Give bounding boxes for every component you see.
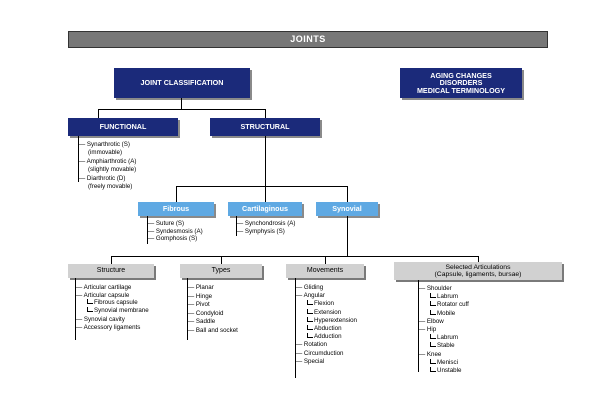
- aging-changes-box: AGING CHANGES DISORDERS MEDICAL TERMINOL…: [400, 68, 522, 98]
- structural-box: STRUCTURAL: [210, 118, 320, 136]
- aging-line-2: DISORDERS: [439, 78, 483, 88]
- selected-subitem: Stable: [428, 342, 469, 350]
- connector: [347, 216, 348, 256]
- movements-item: — Rotation: [296, 341, 327, 349]
- movements-list: — Gliding — Angular Flexion Extension Hy…: [296, 284, 357, 366]
- selected-subitem: Unstable: [428, 367, 469, 375]
- title-bar: JOINTS: [68, 31, 548, 48]
- connector: [181, 98, 182, 109]
- structure-list: — Articular cartilage — Articular capsul…: [76, 284, 149, 332]
- cartilaginous-list-spine: [236, 216, 237, 236]
- structure-item: — Articular capsule: [76, 291, 130, 299]
- connector: [98, 109, 266, 110]
- selected-item-shoulder: — Shoulder: [419, 285, 452, 292]
- connector: [111, 256, 112, 264]
- types-list: — Planar — Hinge — Pivot — Condyloid — S…: [188, 284, 238, 336]
- movements-item: — Circumduction: [296, 349, 344, 357]
- movements-subitem: Abduction: [305, 325, 357, 333]
- selected-subitem: Menisci: [428, 358, 469, 367]
- functional-item-diarthrotic: — Diarthrotic (D): [79, 175, 126, 183]
- functional-item-amphiarthrotic: — Amphiarthrotic (A): [79, 158, 137, 166]
- cartilaginous-item: — Synchondrosis (A): [237, 220, 296, 227]
- connector: [98, 109, 99, 118]
- connector: [265, 109, 266, 118]
- movements-item: — Angular: [296, 292, 325, 300]
- connector: [478, 256, 479, 264]
- selected-item-elbow: — Elbow: [419, 317, 444, 325]
- connector: [265, 136, 266, 186]
- selected-subitem: Rotator cuff: [428, 301, 469, 309]
- movements-item: — Gliding: [296, 284, 324, 291]
- selected-list: — Shoulder Labrum Rotator cuff Mobile — …: [419, 285, 469, 375]
- movements-item: — Special: [296, 357, 325, 365]
- cartilaginous-item: — Symphysis (S): [237, 227, 285, 235]
- functional-item-synarthrotic-desc: (immovable): [88, 148, 123, 156]
- connector: [176, 186, 348, 187]
- fibrous-box: Fibrous: [138, 202, 214, 216]
- structure-list-spine: [75, 278, 76, 340]
- aging-line-3: MEDICAL TERMINOLOGY: [416, 85, 506, 95]
- types-item: — Ball and socket: [188, 326, 238, 334]
- types-item: — Saddle: [188, 318, 216, 326]
- connector: [265, 186, 266, 202]
- structure-subitem: Fibrous capsule: [85, 299, 149, 307]
- movements-subitem: Adduction: [305, 333, 357, 341]
- functional-list-spine: [78, 136, 79, 182]
- movements-subitem: Extension: [305, 308, 357, 317]
- movements-box: Movements: [286, 264, 364, 278]
- structure-box: Structure: [68, 264, 154, 278]
- fibrous-item: — Suture (S): [148, 220, 185, 227]
- functional-item-amphiarthrotic-desc: (slightly movable): [88, 165, 137, 173]
- selected-subitem: Labrum: [428, 293, 469, 301]
- structure-subitem: Synovial membrane: [85, 306, 149, 315]
- selected-articulations-box: Selected Articulations (Capsule, ligamen…: [394, 262, 562, 280]
- selected-subitem: Mobile: [428, 309, 469, 318]
- fibrous-list: — Suture (S) — Syndesmosis (A) — Gomphos…: [148, 220, 203, 243]
- selected-item-knee: — Knee: [419, 350, 442, 358]
- selected-label-2: (Capsule, ligaments, bursae): [434, 271, 522, 278]
- selected-list-spine: [418, 280, 419, 372]
- connector: [176, 186, 177, 202]
- connector: [111, 256, 479, 257]
- types-item: — Condyloid: [188, 309, 224, 317]
- selected-label-1: Selected Articulations: [445, 263, 511, 271]
- types-box: Types: [180, 264, 262, 278]
- cartilaginous-box: Cartilaginous: [228, 202, 302, 216]
- types-item: — Pivot: [188, 301, 210, 309]
- cartilaginous-list: — Synchondrosis (A) — Symphysis (S): [237, 220, 295, 235]
- structure-item: — Accessory ligaments: [76, 323, 141, 331]
- connector: [325, 256, 326, 264]
- functional-item-diarthrotic-desc: (freely movable): [88, 182, 133, 190]
- aging-line-1: AGING CHANGES: [430, 70, 492, 80]
- movements-list-spine: [295, 278, 296, 378]
- types-item: — Planar: [188, 284, 214, 291]
- types-item: — Hinge: [188, 292, 213, 300]
- structure-item: — Articular cartilage: [76, 284, 132, 291]
- fibrous-list-spine: [147, 216, 148, 244]
- connector: [221, 256, 222, 264]
- movements-subitem: Flexion: [305, 300, 357, 308]
- functional-box: FUNCTIONAL: [68, 118, 178, 136]
- synovial-box: Synovial: [316, 202, 378, 216]
- selected-subitem: Labrum: [428, 334, 469, 342]
- joint-classification-box: JOINT CLASSIFICATION: [114, 68, 250, 98]
- functional-item-synarthrotic: — Synarthrotic (S): [79, 141, 130, 148]
- types-list-spine: [187, 278, 188, 340]
- fibrous-item: — Gomphosis (S): [148, 235, 198, 243]
- structure-item: — Synovial cavity: [76, 316, 125, 324]
- movements-subitem: Hyperextension: [305, 316, 357, 325]
- functional-list: — Synarthrotic (S) (immovable) — Amphiar…: [79, 141, 136, 191]
- connector: [347, 186, 348, 202]
- selected-item-hip: — Hip: [419, 326, 437, 334]
- fibrous-item: — Syndesmosis (A): [148, 227, 203, 235]
